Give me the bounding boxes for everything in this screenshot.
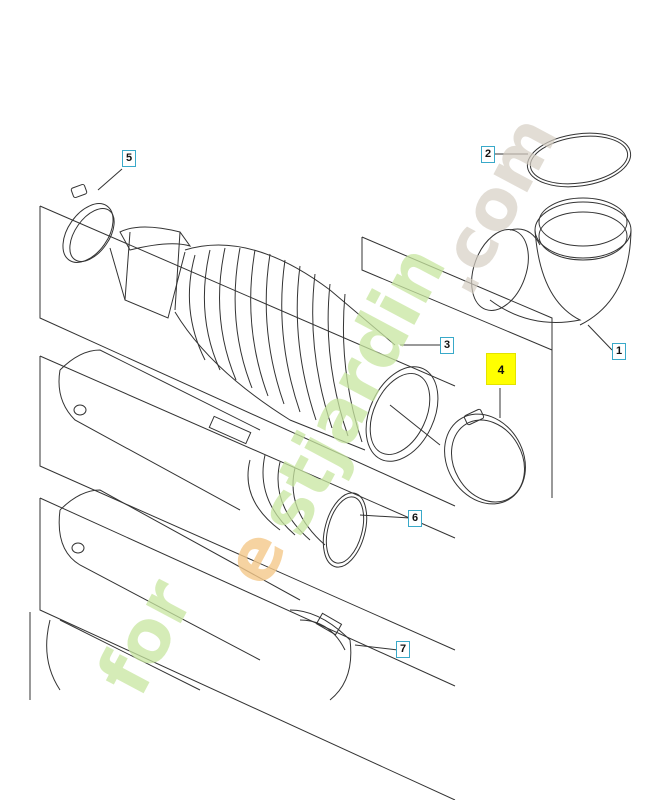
callout-1: 1: [612, 343, 626, 360]
callout-6: 6: [408, 510, 422, 527]
leader-lines: [97, 153, 613, 651]
callout-3: 3: [440, 337, 454, 354]
callout-5: 5: [122, 150, 136, 167]
callout-7: 7: [396, 641, 410, 658]
lower-tube-part-7: [58, 489, 352, 701]
elbow-part-1: [471, 197, 632, 326]
clamp-part-5: [62, 183, 115, 263]
clamp-part-4: [444, 408, 526, 505]
bellows-ribs: [188, 247, 363, 443]
callout-4: 4: [486, 353, 516, 385]
bottom-tube: [46, 619, 201, 691]
blower-tube-part-6: [58, 349, 368, 568]
callout-2: 2: [481, 146, 495, 163]
svg-text:for: for: [81, 565, 210, 708]
bellows-hose-part-3: [109, 226, 441, 462]
seal-part-2: [526, 132, 632, 188]
